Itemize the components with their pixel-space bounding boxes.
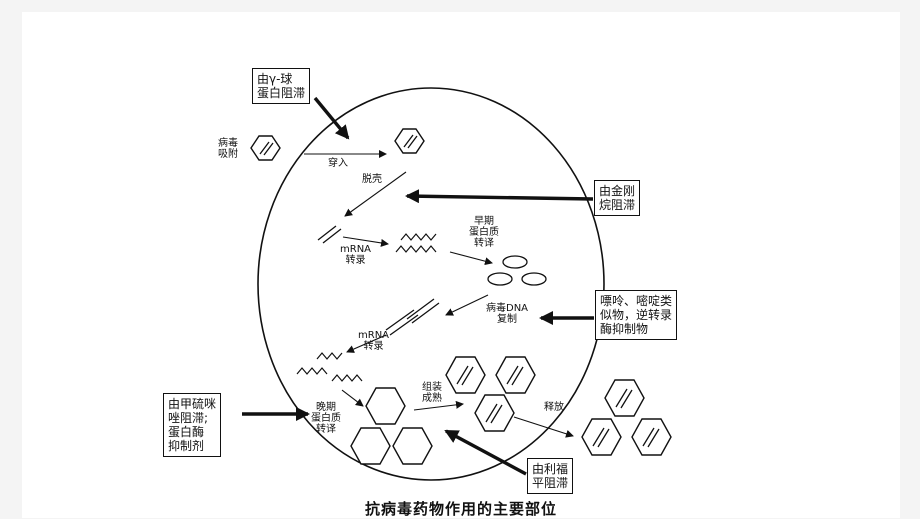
virus-particle-released-2 — [581, 418, 622, 456]
inhibit-arrow-gamma — [313, 96, 350, 140]
mrna-wave-1 — [400, 233, 437, 241]
label-mrna-transcription-1: mRNA 转录 — [340, 244, 372, 266]
arrow-release — [513, 416, 574, 438]
inhibitor-box-purine-pyrimidine: 嘌呤、嘧啶类 似物，逆转录 酶抑制物 — [595, 290, 678, 340]
early-protein-oval-1 — [502, 255, 528, 269]
virus-particle-1 — [445, 356, 486, 394]
virus-particle-released-1 — [604, 379, 645, 417]
virus-particle-released-3 — [631, 418, 672, 456]
inhibitor-box-gamma-globulin: 由γ-球 蛋白阻滞 — [252, 68, 311, 104]
virus-particle-4 — [474, 394, 515, 432]
dna-fragments-2 — [406, 298, 440, 324]
label-mrna-transcription-2: mRNA 转录 — [358, 330, 390, 352]
label-release: 释放 — [544, 402, 564, 413]
label-dna-replication: 病毒DNA 复制 — [486, 303, 529, 325]
virus-particle-2 — [495, 356, 536, 394]
virus-replication-diagram — [242, 87, 672, 481]
virus-particle-5 — [350, 427, 391, 465]
diagram-caption: 抗病毒药物作用的主要部位 — [364, 500, 557, 518]
inhibitor-box-methisazone: 由甲硫咪 唑阻滞; 蛋白酶 抑制剂 — [163, 393, 222, 457]
arrow-mrna-late — [346, 334, 387, 353]
early-protein-oval-2 — [487, 272, 513, 286]
label-adsorption: 病毒 吸附 — [218, 138, 238, 160]
arrow-uncoating — [344, 171, 407, 217]
inhibitor-box-rifampicin: 由利福 平阻滞 — [527, 458, 574, 494]
dna-fragments-1 — [385, 309, 419, 336]
inhibitor-box-amantadine: 由金刚 烷阻滞 — [594, 180, 641, 216]
arrow-late-protein — [341, 389, 364, 407]
virus-particle-outside — [250, 135, 281, 161]
label-assembly: 组装 成熟 — [422, 382, 442, 404]
label-early-protein: 早期 蛋白质 转译 — [469, 216, 499, 249]
host-cell — [257, 87, 605, 481]
mrna-wave-5 — [331, 374, 363, 382]
arrow-assembly — [413, 400, 464, 411]
virus-particle-3 — [365, 387, 406, 425]
label-uncoating: 脱壳 — [362, 174, 382, 185]
mrna-wave-2 — [395, 245, 437, 253]
mrna-wave-4 — [296, 367, 328, 375]
mrna-wave-3 — [316, 352, 343, 360]
arrow-dna-replication — [445, 294, 489, 316]
virus-particle-6 — [392, 427, 433, 465]
virus-particle-entered — [394, 128, 425, 154]
arrow-mrna-transcription — [342, 236, 389, 247]
slide: 病毒 吸附 穿入 脱壳 mRNA 转录 早期 蛋白质 转译 病毒DNA 复制 m… — [22, 12, 900, 518]
label-penetration: 穿入 — [328, 158, 348, 169]
early-protein-oval-3 — [521, 272, 547, 286]
genome-fragment — [317, 225, 342, 244]
label-late-protein: 晚期 蛋白质 转译 — [311, 402, 341, 435]
arrow-early-protein — [449, 251, 493, 266]
inhibit-arrow-amantadine — [405, 189, 594, 204]
inhibit-arrow-rifampicin — [444, 429, 527, 476]
